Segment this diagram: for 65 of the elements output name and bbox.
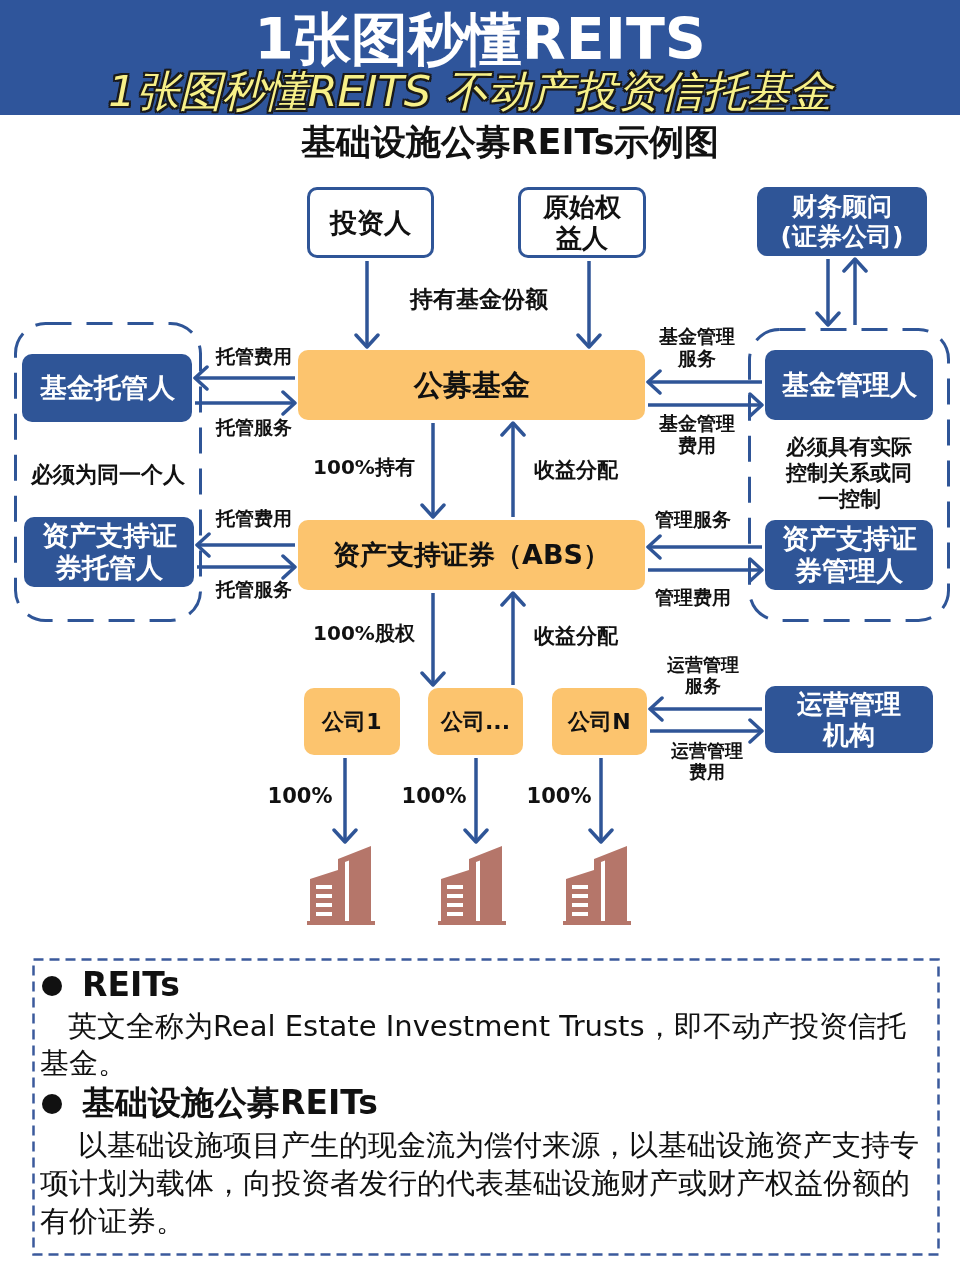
arrow bbox=[463, 758, 489, 844]
arrow bbox=[648, 392, 764, 418]
arrow bbox=[646, 369, 762, 395]
entity-box: 公司... bbox=[428, 688, 523, 755]
role-box: 基金管理人 bbox=[765, 350, 933, 420]
entity-box: 公募基金 bbox=[298, 350, 645, 420]
entity-box: 公司N bbox=[552, 688, 647, 755]
note-text: 必须具有实际控制关系或同一控制 bbox=[784, 434, 913, 512]
edge-label: 持有基金份额 bbox=[408, 286, 549, 313]
arrow bbox=[650, 718, 764, 744]
edge-label: 100%股权 bbox=[312, 622, 416, 645]
entity-box: 资产支持证券（ABS） bbox=[298, 520, 645, 590]
arrow bbox=[646, 534, 762, 560]
edge-label: 100% bbox=[400, 784, 468, 809]
edge-label: 管理服务 bbox=[654, 509, 732, 531]
arrow bbox=[420, 423, 446, 519]
dashed-group-box bbox=[14, 322, 202, 622]
arrow bbox=[842, 257, 868, 325]
arrow bbox=[815, 259, 841, 327]
edge-label: 100% bbox=[525, 784, 593, 809]
arrow bbox=[195, 390, 297, 416]
bullet-heading: 基础设施公募REITs bbox=[82, 1082, 378, 1124]
edge-label: 运营管理服务 bbox=[666, 655, 740, 697]
role-box: 资产支持证券托管人 bbox=[24, 517, 194, 587]
edge-label: 托管服务 bbox=[214, 417, 293, 439]
arrow bbox=[576, 261, 602, 349]
arrow bbox=[648, 696, 762, 722]
role-box: 投资人 bbox=[307, 187, 434, 258]
edge-label: 收益分配 bbox=[533, 458, 619, 483]
edge-label: 基金管理服务 bbox=[658, 326, 736, 370]
heading: 基础设施公募REITs示例图 bbox=[300, 121, 720, 164]
arrow bbox=[354, 261, 380, 349]
arrow bbox=[197, 554, 297, 580]
role-box: 资产支持证券管理人 bbox=[765, 520, 933, 590]
edge-label: 100%持有 bbox=[312, 456, 416, 479]
dashed-text-box bbox=[32, 958, 940, 1256]
role-box: 原始权益人 bbox=[518, 187, 646, 258]
role-box: 基金托管人 bbox=[22, 354, 192, 422]
edge-label: 托管服务 bbox=[214, 579, 293, 601]
edge-label: 100% bbox=[266, 784, 334, 809]
building-icon bbox=[438, 845, 506, 925]
edge-label: 收益分配 bbox=[533, 624, 619, 649]
paragraph: 以基础设施项目产生的现金流为偿付来源，以基础设施资产支持专项计划为载体，向投资者发行的代表基础设施财产或财产权益份额的有价证券。 bbox=[40, 1127, 920, 1240]
arrow bbox=[648, 557, 764, 583]
entity-box: 公司1 bbox=[304, 688, 400, 755]
role-box: 财务顾问(证券公司) bbox=[757, 187, 927, 256]
role-box: 运营管理机构 bbox=[765, 686, 933, 753]
arrow bbox=[588, 758, 614, 844]
edge-label: 基金管理费用 bbox=[658, 413, 736, 457]
building-icon bbox=[563, 845, 631, 925]
bullet-heading: REITs bbox=[82, 964, 180, 1006]
arrow bbox=[420, 593, 446, 687]
arrow bbox=[195, 532, 295, 558]
note-text: 必须为同一个人 bbox=[30, 461, 186, 489]
arrow bbox=[500, 421, 526, 517]
edge-label: 托管费用 bbox=[214, 346, 293, 368]
edge-label: 运营管理费用 bbox=[670, 741, 744, 783]
building-icon bbox=[307, 845, 375, 925]
arrow bbox=[332, 758, 358, 844]
dashed-group-box bbox=[748, 328, 950, 622]
edge-label: 管理费用 bbox=[654, 587, 732, 609]
arrow bbox=[500, 591, 526, 685]
edge-label: 托管费用 bbox=[214, 508, 293, 530]
arrow bbox=[193, 365, 295, 391]
paragraph: 英文全称为Real Estate Investment Trusts，即不动产投资信托基金。 bbox=[40, 1008, 907, 1082]
